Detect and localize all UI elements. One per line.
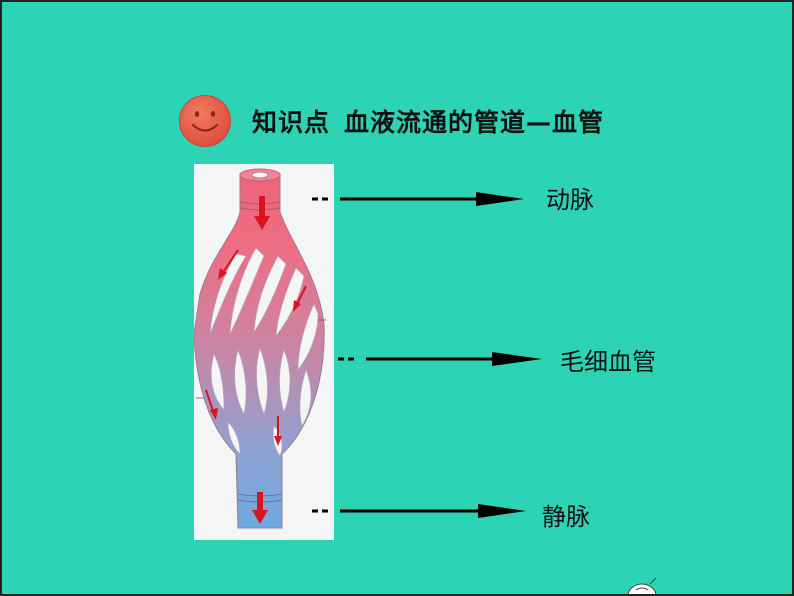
vessel-illustration	[194, 168, 326, 529]
corner-decoration-icon	[627, 577, 657, 594]
label-capillary: 毛细血管	[560, 348, 656, 376]
title-text: 血液流通的管道—血管	[344, 108, 605, 137]
label-artery: 动脉	[546, 186, 594, 214]
title-topic: 知识点	[252, 108, 331, 137]
smiley-icon	[179, 95, 231, 147]
blood-vessel-diagram	[194, 164, 334, 540]
flow-arrows	[205, 196, 307, 524]
page-title: 知识点血液流通的管道—血管	[252, 103, 604, 139]
title-row: 知识点血液流通的管道—血管	[178, 94, 604, 148]
label-vein: 静脉	[542, 503, 590, 531]
capillary-gaps	[209, 247, 319, 457]
